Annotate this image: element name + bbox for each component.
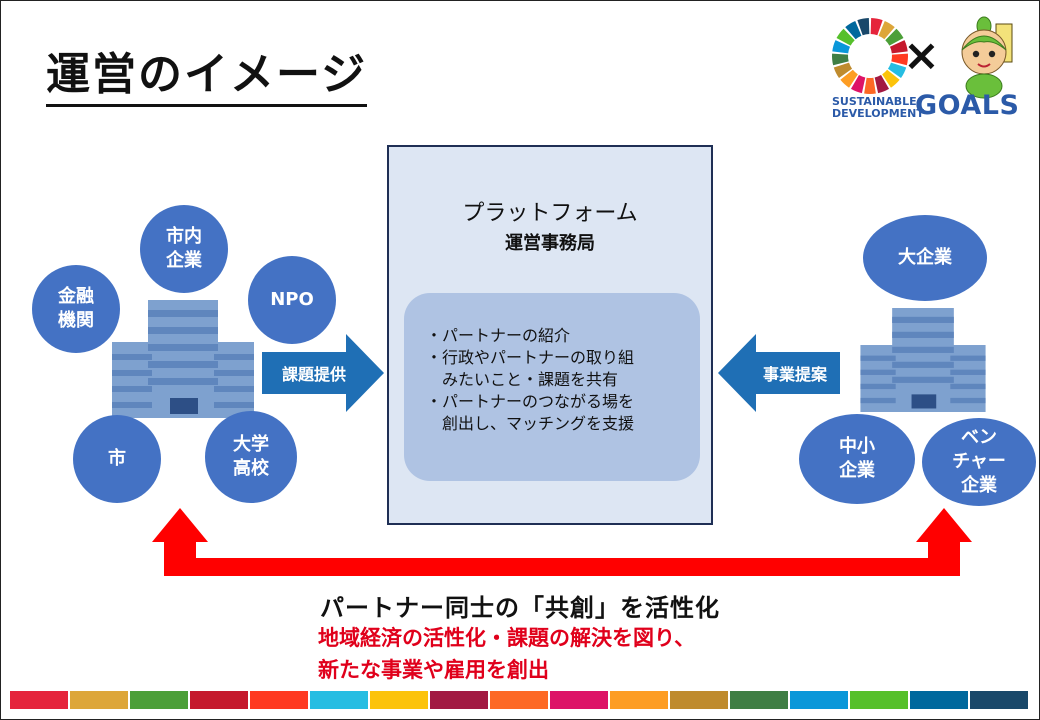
platform-title: プラットフォーム: [462, 201, 638, 226]
sdg-wheel-segment: [870, 18, 883, 36]
platform-subtitle: 運営事務局: [505, 233, 595, 254]
circle-university-highschool: 大学 高校: [205, 411, 297, 503]
sdg-stripe-segment: [970, 691, 1028, 709]
sdg-stripe-segment: [610, 691, 668, 709]
sdg-stripe-segment: [790, 691, 848, 709]
sdg-wheel-segment: [832, 40, 851, 54]
sdg-wheel-segment: [887, 62, 907, 78]
sdg-line2: DEVELOPMENT: [832, 107, 924, 120]
effect-line2: 新たな事業や雇用を創出: [318, 658, 549, 682]
sdg-goals: GOALS: [915, 90, 1020, 121]
building-icon: [860, 308, 986, 412]
arrow-left-icon: [718, 334, 840, 412]
sdg-wheel-segment: [832, 53, 849, 66]
cross-mark: ×: [903, 30, 940, 81]
circle-sme: 中小 企業: [799, 414, 915, 504]
sdg-wheel-segment: [840, 69, 858, 88]
mascot-icon: [961, 16, 1013, 99]
sdg-stripe-segment: [250, 691, 308, 709]
sdg-wheel-segment: [882, 69, 900, 88]
sdg-wordmark: SUSTAINABLE DEVELOPMENT: [832, 96, 924, 120]
sdg-stripe-segment: [10, 691, 68, 709]
sdg-stripe-segment: [490, 691, 548, 709]
sdg-stripe-segment: [550, 691, 608, 709]
sdg-stripe-segment: [670, 691, 728, 709]
sdg-stripe-segment: [850, 691, 908, 709]
sdg-wheel-segment: [864, 77, 876, 94]
sdg-wheel-segment: [836, 28, 855, 46]
arrow-label-issue-provision: 課題提供: [281, 365, 346, 384]
circle-npo: NPO: [248, 256, 336, 344]
sdg-stripe-segment: [310, 691, 368, 709]
sdg-stripe-segment: [70, 691, 128, 709]
sdg-line1: SUSTAINABLE: [832, 95, 917, 108]
effect-statement: 地域経済の活性化・課題の解決を図り、 新たな事業や雇用を創出: [318, 622, 695, 686]
circle-venture: ベン チャー 企業: [922, 418, 1036, 506]
sdg-wheel-icon: [832, 18, 908, 94]
arrow-right-icon: [262, 334, 384, 412]
sdg-wheel-segment: [878, 20, 895, 40]
sdg-wheel-segment: [833, 62, 853, 78]
sdg-wheel-segment: [891, 53, 908, 66]
bullet-item: ・行政やパートナーの取り組 みたいこと・課題を共有: [426, 348, 635, 389]
circle-financial-institutions: 金融 機関: [32, 265, 120, 353]
sdg-wheel-segment: [857, 18, 870, 36]
platform-functions: ・パートナーの紹介 ・行政やパートナーの取り組 みたいこと・課題を共有 ・パート…: [404, 293, 700, 481]
page-title: 運営のイメージ: [46, 38, 368, 107]
sdg-stripe-segment: [730, 691, 788, 709]
sdg-wheel-segment: [874, 75, 890, 94]
circle-city-companies: 市内 企業: [140, 205, 228, 293]
sdg-stripe-segment: [370, 691, 428, 709]
sdg-wheel-segment: [845, 20, 862, 40]
sdg-wheel-segment: [850, 75, 866, 94]
sdg-stripe-segment: [130, 691, 188, 709]
sdg-stripe-segment: [190, 691, 248, 709]
sdg-wheel-segment: [885, 28, 904, 46]
sdg-logo: [832, 16, 1013, 99]
co-creation-statement: パートナー同士の「共創」を活性化: [320, 594, 720, 622]
bullet-item: ・パートナーのつながる場を 創出し、マッチングを支援: [426, 392, 635, 433]
arrow-label-business-proposal: 事業提案: [762, 365, 827, 384]
building-icon: [112, 300, 254, 418]
sdg-wheel-segment: [889, 40, 908, 54]
bullet-item: ・パートナーの紹介: [426, 326, 571, 345]
circle-large-companies: 大企業: [863, 215, 987, 301]
effect-line1: 地域経済の活性化・課題の解決を図り、: [318, 626, 696, 650]
double-arrow-icon: [152, 508, 972, 576]
platform-box: プラットフォーム 運営事務局 ・パートナーの紹介 ・行政やパートナーの取り組 み…: [387, 145, 713, 525]
sdg-stripe-segment: [910, 691, 968, 709]
sdg-stripe-segment: [430, 691, 488, 709]
circle-city: 市: [73, 415, 161, 503]
